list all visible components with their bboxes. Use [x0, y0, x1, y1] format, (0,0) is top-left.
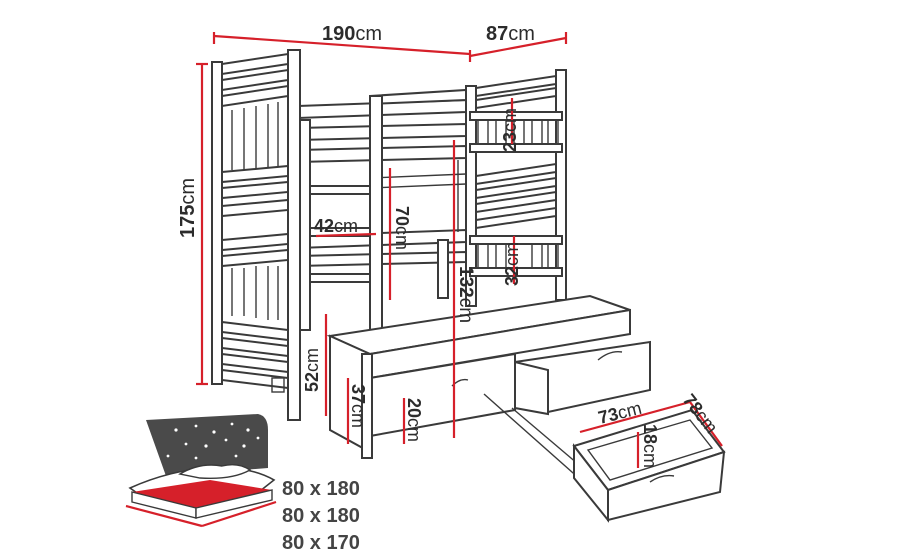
dim-trundle-height-label: 37cm: [348, 384, 368, 428]
mattress-size-1: 80 x 180: [282, 478, 360, 500]
dim-drawer-width-label: 73cm: [596, 398, 644, 428]
mattress-size-2: 80 x 180: [282, 505, 360, 527]
dim-depth-label: 87cm: [486, 23, 535, 45]
stars-pattern: [166, 422, 260, 460]
mattress-sizes-list: 80 x 180 80 x 180 80 x 170: [282, 478, 360, 554]
dim-top-rail-label: 23cm: [500, 108, 520, 152]
dim-entry-label: 42cm: [314, 216, 358, 236]
dim-middle-rail-label: 32cm: [502, 242, 522, 286]
dim-lower-clearance-label: 132cm: [455, 266, 476, 323]
dim-upper-clearance-label: 70cm: [392, 206, 412, 250]
dim-bed-height-label: 52cm: [302, 348, 322, 392]
mattress-size-3: 80 x 170: [282, 532, 360, 554]
mattress-icon: [125, 414, 277, 528]
dim-trundle-clearance-label: 20cm: [404, 398, 424, 442]
dim-drawer-height-label: 18cm: [640, 424, 660, 468]
dim-width-label: 190cm: [322, 23, 382, 45]
dimension-lines: [196, 32, 723, 468]
dim-height-label: 175cm: [177, 178, 199, 238]
